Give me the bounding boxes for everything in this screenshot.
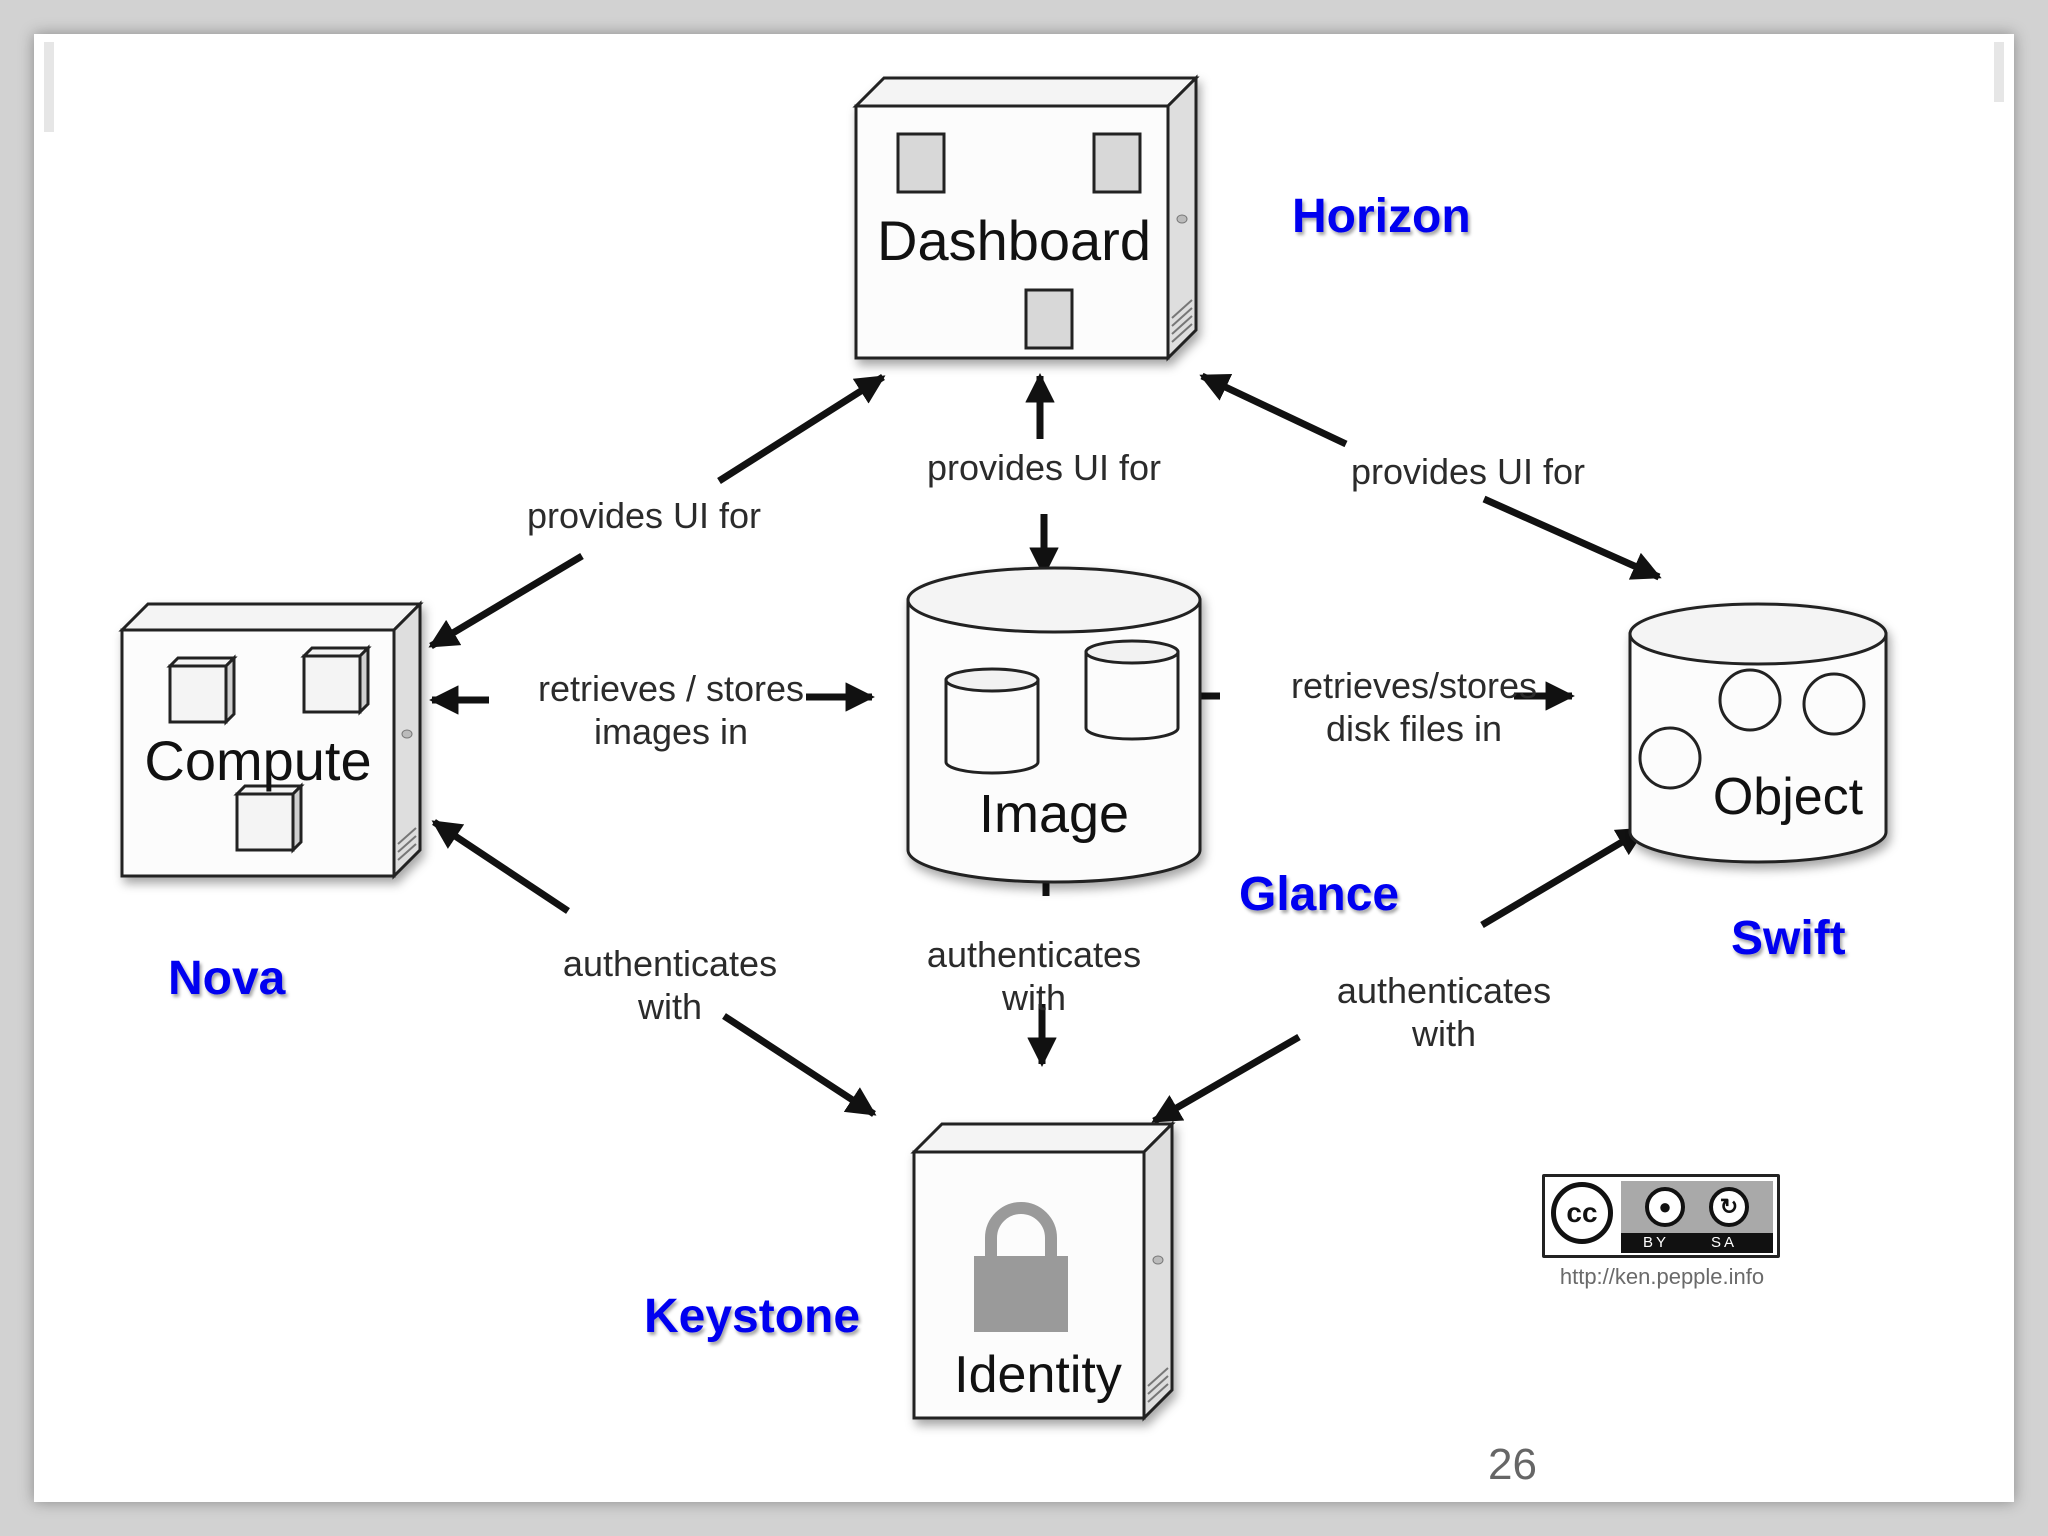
slide-edge-artifact — [44, 42, 54, 132]
document-icon — [896, 132, 1142, 350]
project-label-keystone: Keystone — [644, 1290, 860, 1343]
edge-label-dashboard-image: provides UI for — [927, 447, 1161, 488]
arrow-object-to-dashboard — [1199, 372, 1348, 448]
edge-label-object-image-2: disk files in — [1326, 708, 1502, 749]
edge-labels: provides UI for provides UI for provides… — [527, 447, 1585, 1054]
arrow-identity-to-compute — [431, 819, 570, 914]
arrow-dashboard-to-object — [1482, 495, 1662, 581]
image-component: Image — [906, 566, 1202, 884]
project-label-swift: Swift — [1731, 912, 1846, 965]
image-label: Image — [979, 784, 1129, 844]
arrow-object-to-identity — [1151, 1033, 1301, 1125]
slide-edge-artifact — [1994, 42, 2004, 102]
edge-label-object-identity-1: authenticates — [1337, 970, 1551, 1011]
cube-icon — [166, 644, 372, 854]
edge-label-dashboard-compute: provides UI for — [527, 495, 761, 536]
edge-label-image-identity-2: with — [1001, 977, 1066, 1018]
object-component: Object — [1628, 602, 1888, 864]
edge-label-object-identity-2: with — [1411, 1013, 1476, 1054]
compute-component: Compute — [118, 600, 424, 880]
attribution-icon: ● — [1645, 1187, 1685, 1227]
edge-label-compute-image-1: retrieves / stores — [538, 668, 804, 709]
page-number: 26 — [1488, 1440, 1537, 1489]
project-label-nova: Nova — [168, 952, 286, 1005]
arrow-compute-to-dashboard — [717, 374, 886, 484]
circle-icon — [1638, 668, 1866, 790]
project-label-glance: Glance — [1239, 868, 1399, 921]
dashboard-component: Dashboard — [852, 74, 1200, 362]
project-labels: Horizon Nova Glance Swift Keystone — [168, 190, 1846, 1343]
lock-icon — [974, 1202, 1068, 1332]
project-label-horizon: Horizon — [1292, 190, 1471, 243]
cc-by-sa-badge: cc ● ↻ BY SA — [1542, 1174, 1780, 1258]
arrow-dashboard-to-compute — [428, 552, 584, 650]
identity-component: Identity — [910, 1120, 1176, 1422]
cc-logo-icon: cc — [1551, 1182, 1613, 1244]
edge-label-object-image-1: retrieves/stores — [1291, 665, 1537, 706]
identity-label: Identity — [954, 1346, 1122, 1404]
cylinder-icon — [944, 639, 1180, 775]
edge-label-dashboard-object: provides UI for — [1351, 451, 1585, 492]
badge-band — [1621, 1181, 1773, 1233]
compute-label: Compute — [144, 729, 371, 792]
edge-label-compute-identity-1: authenticates — [563, 943, 777, 984]
slide: Dashboard Comp — [34, 34, 2014, 1502]
license-badge: cc ● ↻ BY SA http://ken.pepple.info — [1542, 1174, 1782, 1290]
edge-label-image-identity-1: authenticates — [927, 934, 1141, 975]
sa-label: SA — [1711, 1234, 1738, 1251]
share-alike-icon: ↻ — [1709, 1187, 1749, 1227]
arrow-identity-to-object — [1480, 825, 1647, 929]
license-url[interactable]: http://ken.pepple.info — [1559, 1264, 1765, 1289]
edge-label-compute-identity-2: with — [637, 986, 702, 1027]
arrow-compute-to-identity — [722, 1013, 877, 1117]
object-label: Object — [1713, 768, 1864, 826]
badge-footer: BY SA — [1621, 1233, 1773, 1253]
openstack-architecture-diagram: Dashboard Comp — [118, 74, 1888, 1422]
edge-label-compute-image-2: images in — [594, 711, 748, 752]
by-label: BY — [1643, 1234, 1670, 1251]
dashboard-label: Dashboard — [877, 209, 1151, 272]
